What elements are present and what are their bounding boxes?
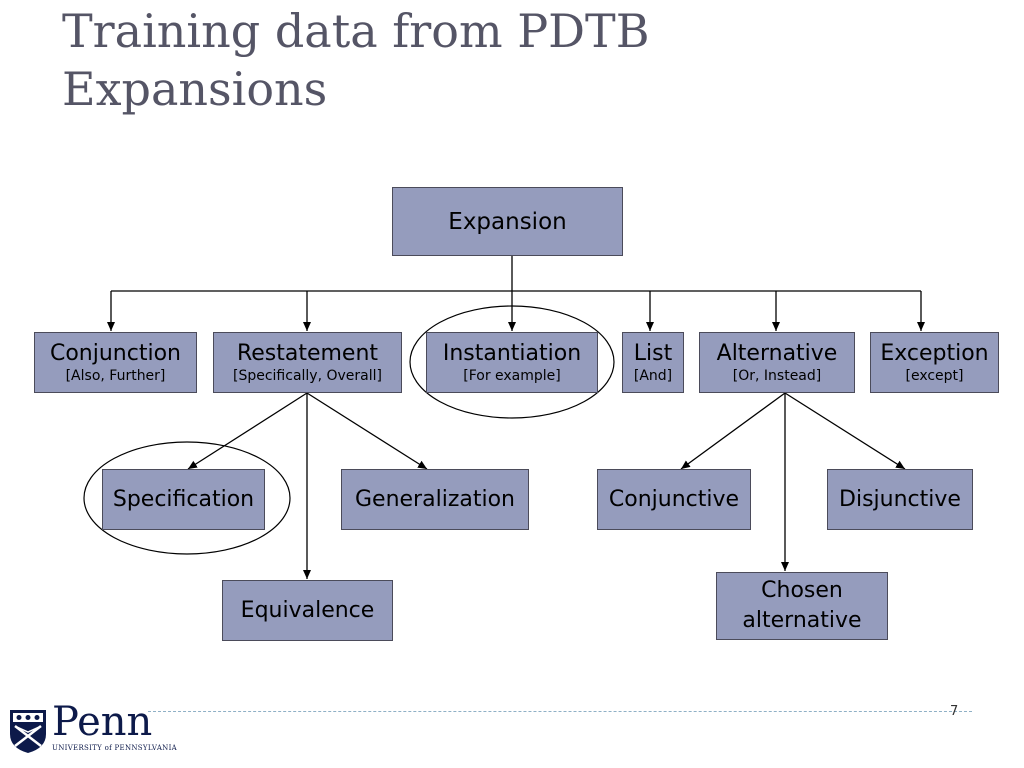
node-list: List [And] <box>622 332 684 393</box>
node-label: List <box>633 340 673 366</box>
arrow-conjunctive <box>680 392 786 470</box>
node-label: Alternative <box>716 340 838 366</box>
node-specification: Specification <box>102 469 265 530</box>
highlight-ellipse-instantiation <box>409 305 615 419</box>
node-examples: [Or, Instead] <box>732 367 822 384</box>
arrow-generalization <box>306 392 428 470</box>
node-examples: [except] <box>905 367 964 384</box>
arrow-disjunctive <box>784 392 906 470</box>
node-examples: [For example] <box>463 367 561 384</box>
node-label: Equivalence <box>240 597 375 623</box>
node-conjunctive: Conjunctive <box>597 469 751 530</box>
node-exception: Exception [except] <box>870 332 999 393</box>
node-examples: [And] <box>633 367 673 384</box>
node-label: Exception <box>880 340 989 366</box>
node-label: Specification <box>112 486 255 512</box>
penn-tagline: UNIVERSITY of PENNSYLVANIA <box>52 744 178 752</box>
node-disjunctive: Disjunctive <box>827 469 973 530</box>
arrow-specification <box>187 392 308 470</box>
node-examples: [Also, Further] <box>65 367 166 384</box>
node-expansion: Expansion <box>392 187 623 256</box>
title-line-2: Expansions <box>62 62 328 116</box>
footer-divider <box>148 711 972 712</box>
node-examples: [Specifically, Overall] <box>233 367 382 384</box>
node-restatement: Restatement [Specifically, Overall] <box>213 332 402 393</box>
page-number: 7 <box>950 704 959 719</box>
node-alternative: Alternative [Or, Instead] <box>699 332 855 393</box>
node-label: Chosen alternative <box>742 578 862 633</box>
title-line-1: Training data from PDTB <box>62 4 650 58</box>
node-label: Restatement <box>236 340 379 366</box>
node-expansion-label: Expansion <box>448 208 567 235</box>
node-chosen-alternative: Chosen alternative <box>716 572 888 640</box>
node-instantiation: Instantiation [For example] <box>426 332 598 393</box>
node-equivalence: Equivalence <box>222 580 393 641</box>
highlight-ellipse-specification <box>83 441 291 555</box>
slide-title: Training data from PDTB Expansions <box>62 2 762 118</box>
penn-shield-icon <box>10 710 46 753</box>
node-conjunction: Conjunction [Also, Further] <box>34 332 197 393</box>
node-generalization: Generalization <box>341 469 529 530</box>
node-label: Conjunction <box>49 340 181 366</box>
node-label: Conjunctive <box>608 486 740 512</box>
penn-wordmark: Penn <box>52 699 153 745</box>
node-label: Instantiation <box>442 340 582 366</box>
node-label: Disjunctive <box>839 486 961 512</box>
node-label: Generalization <box>355 486 515 512</box>
